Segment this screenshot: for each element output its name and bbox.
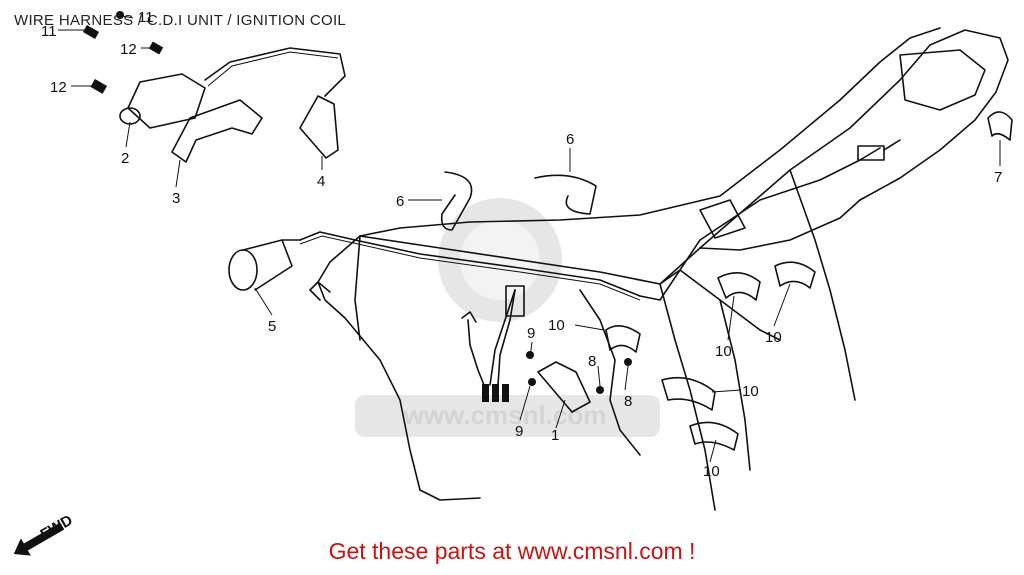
part-1-cdi-unit (526, 351, 632, 413)
callout-12-left: 12 (50, 79, 67, 96)
callout-7: 7 (994, 169, 1002, 186)
part-2-ignition-coil (119, 47, 346, 129)
callout-11-left: 11 (41, 23, 57, 40)
leader-lines (58, 14, 1001, 463)
frame (309, 27, 1009, 511)
callout-11-top: 11 (138, 9, 154, 26)
part-3-bracket (171, 99, 263, 163)
diagram-title: WIRE HARNESS / C.D.I UNIT / IGNITION COI… (14, 12, 347, 29)
callout-10-right: 10 (765, 329, 782, 346)
part-6-clamps (440, 171, 597, 231)
callout-10-center: 10 (548, 317, 565, 334)
callout-10-mid: 10 (715, 343, 732, 360)
callout-6-left: 6 (396, 193, 404, 210)
bolts (82, 11, 164, 94)
fwd-arrow-icon (13, 522, 65, 556)
callout-12-top: 12 (120, 41, 137, 58)
callout-8-right: 8 (624, 393, 632, 410)
callout-3: 3 (172, 190, 180, 207)
wire-harness (299, 139, 901, 456)
callout-9-top: 9 (527, 325, 535, 342)
callout-2: 2 (121, 150, 129, 167)
callout-10-lower: 10 (742, 383, 759, 400)
promo-banner[interactable]: Get these parts at www.cmsnl.com ! (328, 538, 696, 564)
part-5-cap (228, 239, 301, 291)
callout-10-bottom: 10 (703, 463, 720, 480)
part-10-clamps (605, 261, 816, 451)
callout-6-right: 6 (566, 131, 574, 148)
part-7-band (987, 111, 1013, 141)
callout-8-left: 8 (588, 353, 596, 370)
part-4-plug-cap (299, 95, 339, 159)
callout-4: 4 (317, 173, 325, 190)
callout-1: 1 (551, 427, 559, 444)
callout-9-bottom: 9 (515, 423, 523, 440)
watermark-text: www.cmsnl.com (403, 400, 607, 430)
callout-5: 5 (268, 318, 276, 335)
